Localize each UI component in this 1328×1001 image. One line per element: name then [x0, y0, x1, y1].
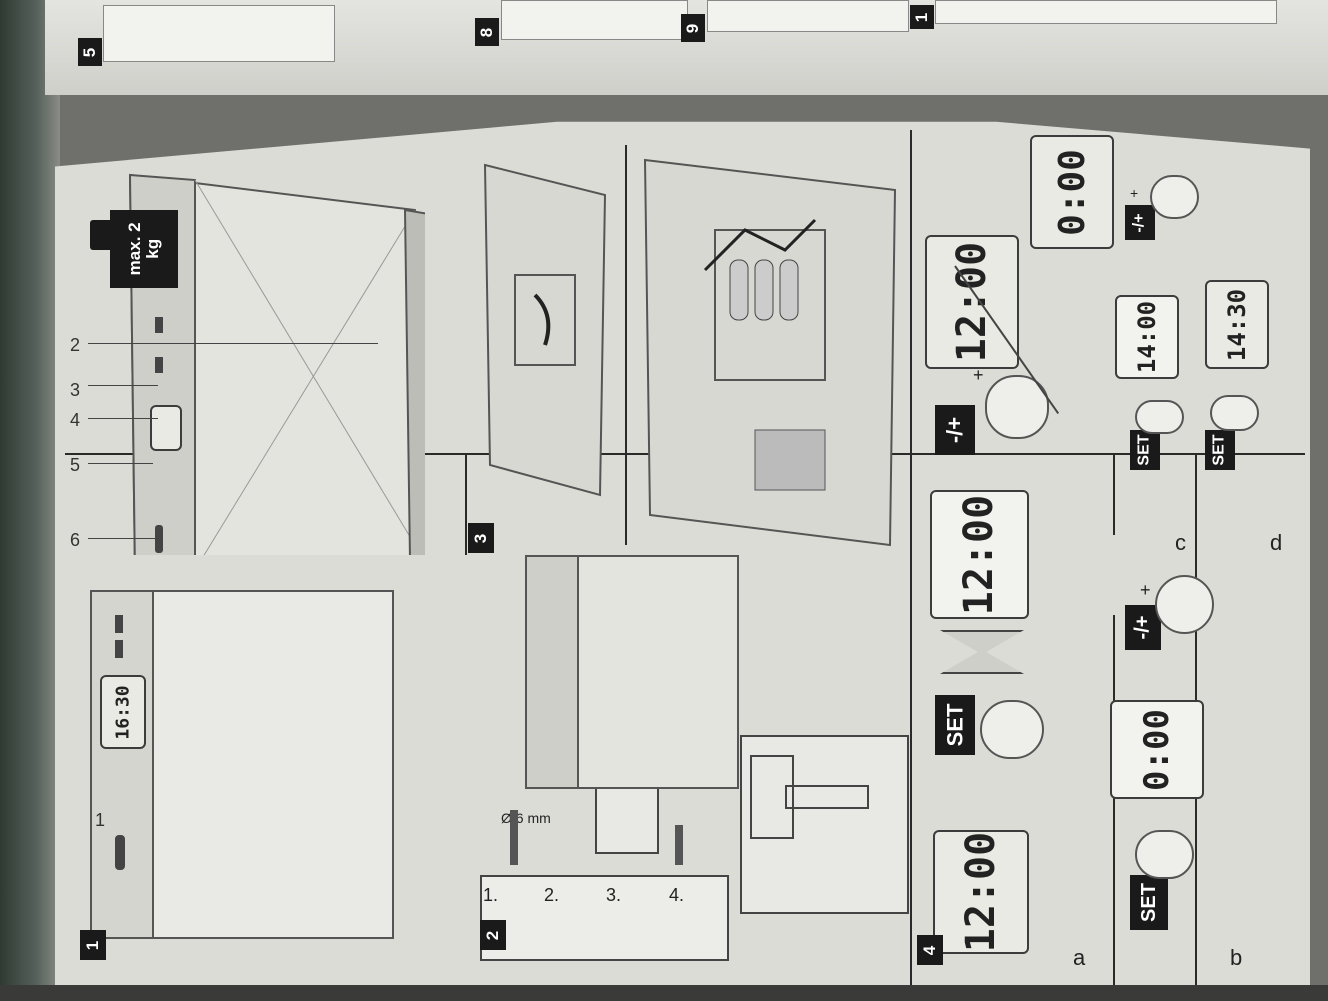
scale3d-btn-6	[155, 525, 163, 553]
back-figure-5	[103, 5, 335, 62]
finger-plusminus-c	[1150, 175, 1199, 219]
back-figure-10	[935, 0, 1277, 24]
panel-badge-2: 2	[480, 920, 506, 950]
row-letter-d: d	[1270, 530, 1283, 555]
back-figure-9	[707, 0, 909, 32]
callout-line-2	[88, 343, 378, 344]
row-letter-c: c	[1175, 530, 1186, 555]
set-button-label-a: SET	[935, 695, 975, 755]
panel-badge-3: 3	[468, 523, 494, 553]
lcd-a-1: 12:00	[933, 830, 1029, 954]
scale3d-btn-3	[155, 317, 163, 333]
finger-set-b	[1135, 830, 1194, 879]
scale-display-small	[150, 405, 182, 451]
plus-sign-c: +	[1130, 185, 1139, 201]
scale-button-right2	[115, 640, 123, 658]
plusminus-button-label-a: -/+	[935, 405, 975, 455]
hourglass-icon	[940, 630, 1024, 674]
callout-line-5	[88, 463, 153, 464]
divider-panel3	[465, 455, 467, 555]
callout-6: 6	[70, 530, 81, 550]
step-2: 2.	[544, 885, 560, 905]
back-badge-10: 1	[910, 5, 934, 29]
plusminus-button-label-c: -/+	[1125, 205, 1155, 240]
step-3: 3.	[606, 885, 622, 905]
finger-set-d	[1210, 395, 1259, 431]
detail-slot	[750, 755, 794, 839]
background-bottom-shadow	[0, 985, 1328, 1001]
drill-size-label: Ø 6 mm	[501, 810, 551, 826]
lcd-b: 0:00	[1110, 700, 1204, 799]
divider-row-d	[1113, 455, 1115, 535]
callout-line-4	[88, 418, 158, 419]
divider-vertical-middle	[910, 130, 912, 985]
battery-compartment-drawing-1	[483, 163, 607, 497]
back-badge-9: 9	[681, 14, 705, 42]
lcd-a-3: 12:00	[925, 235, 1019, 369]
background-left-shadow	[0, 0, 60, 1001]
lcd-a-4: 0:00	[1030, 135, 1114, 249]
scale-display-1: 16:30	[100, 675, 146, 749]
drill-instructions-table	[480, 875, 729, 961]
wall-mount-bracket	[595, 785, 659, 854]
max-weight-label: max. 2 kg	[110, 210, 178, 288]
panel-badge-1: 1	[80, 930, 106, 960]
detail-rail	[785, 785, 869, 809]
callout-line-6	[88, 538, 158, 539]
callout-2: 2	[70, 335, 81, 355]
wall-mount-detail	[740, 735, 909, 914]
scale-button-left	[115, 835, 125, 870]
panel-badge-4: 4	[917, 935, 943, 965]
scale3d-btn-4	[155, 357, 163, 373]
callout-4: 4	[70, 410, 81, 430]
step-4: 4.	[669, 885, 685, 905]
divider-row-b	[1113, 615, 1115, 985]
step-1: 1.	[483, 885, 499, 905]
scale-wall-header	[525, 555, 579, 789]
callout-3: 3	[70, 380, 81, 400]
screw-icon	[675, 825, 683, 865]
battery-compartment-view-2	[635, 150, 905, 550]
battery-compartment-drawing-2	[643, 158, 897, 547]
back-badge-5: 5	[78, 38, 102, 66]
finger-set-c	[1135, 400, 1184, 434]
battery-compartment-view-1	[475, 155, 615, 505]
plusminus-button-label-b: -/+	[1125, 605, 1161, 650]
callout-1: 1	[95, 810, 106, 830]
divider-panel3-inner	[625, 145, 627, 545]
set-button-label-d: SET	[1205, 430, 1235, 470]
callout-line-3	[88, 385, 158, 386]
lcd-c: 14:00	[1115, 295, 1179, 379]
set-button-label-b: SET	[1130, 875, 1168, 930]
lcd-d: 14:30	[1205, 280, 1269, 369]
finger-set-a	[980, 700, 1044, 759]
row-letter-a: a	[1073, 945, 1086, 970]
back-badge-8: 8	[475, 18, 499, 46]
drill-bit-icon	[510, 810, 518, 865]
callout-5: 5	[70, 455, 81, 475]
scale-button-right	[115, 615, 123, 633]
row-letter-b: b	[1230, 945, 1243, 970]
set-button-label-c: SET	[1130, 430, 1160, 470]
background-page: 5 8 9 1	[45, 0, 1328, 95]
lcd-a-2-blinking: 12:00	[930, 490, 1029, 619]
finger-plusminus-b	[1155, 575, 1214, 634]
back-figure-8	[501, 0, 688, 40]
plus-sign-b: +	[1140, 580, 1151, 600]
manual-page: 1 16:30 1 6 5 4 3 2 max. 2 kg 2 1. 2. 3.	[55, 121, 1310, 988]
